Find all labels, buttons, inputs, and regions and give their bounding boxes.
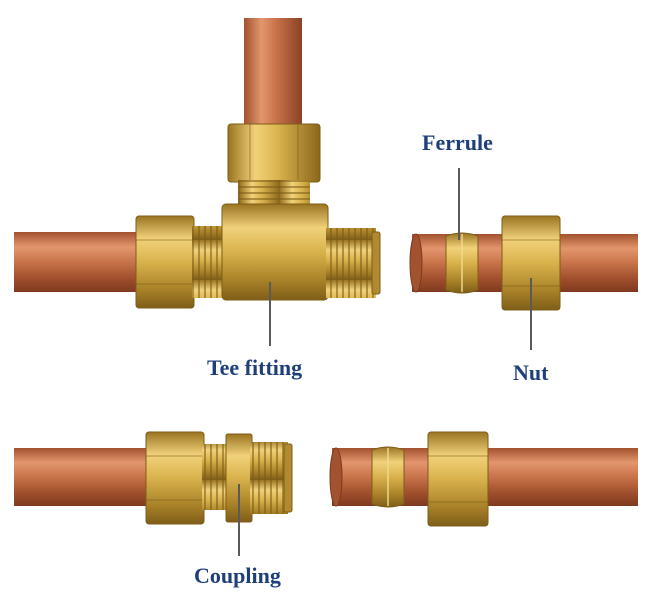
copper-pipe-bottom-left bbox=[14, 448, 154, 506]
tee-body bbox=[221, 203, 329, 301]
tee-fitting-assembly bbox=[14, 18, 381, 309]
ferrule-label: Ferrule bbox=[422, 130, 493, 155]
tee-top-nut bbox=[227, 123, 321, 183]
copper-pipe-vertical bbox=[244, 18, 302, 130]
tee-right-thread bbox=[326, 228, 376, 298]
coupling-assembly bbox=[14, 431, 293, 525]
tee-fitting-label: Tee fitting bbox=[207, 355, 303, 380]
coupling-left-nut bbox=[145, 431, 205, 525]
ferrule-nut-assembly bbox=[409, 215, 638, 311]
copper-pipe-left bbox=[14, 232, 144, 292]
tee-left-nut bbox=[135, 215, 195, 309]
coupling-label: Coupling bbox=[194, 563, 281, 588]
tee-top-thread bbox=[238, 180, 310, 208]
nut-label: Nut bbox=[513, 360, 549, 385]
tee-left-thread bbox=[192, 226, 224, 298]
coupling-right-thread bbox=[250, 442, 288, 514]
nut-body-bottom bbox=[427, 431, 489, 527]
bottom-right-assembly bbox=[329, 431, 638, 527]
